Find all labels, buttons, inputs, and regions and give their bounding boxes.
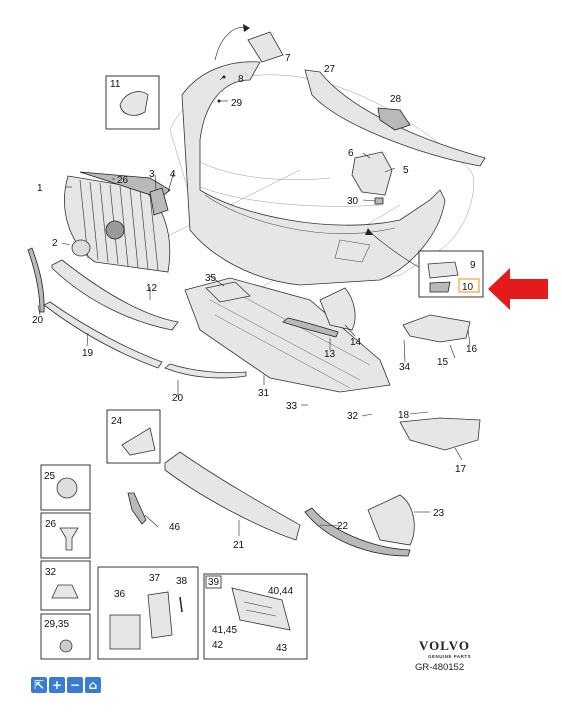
label-14: 14 — [350, 337, 362, 348]
brand-tagline: GENUINE PARTS — [428, 654, 471, 659]
label-19: 19 — [82, 348, 94, 359]
part-13-trim[interactable] — [282, 317, 339, 338]
label-11: 11 — [110, 79, 121, 90]
inset-box-9-10[interactable] — [418, 250, 484, 298]
label-16: 16 — [466, 344, 478, 355]
label-32a: 32 — [347, 411, 359, 422]
label-46: 46 — [169, 522, 181, 533]
label-33: 33 — [286, 401, 298, 412]
part-3-bracket[interactable] — [149, 187, 169, 216]
inset-label-39-box — [205, 575, 222, 589]
label-25: 25 — [44, 471, 56, 482]
label-23: 23 — [433, 508, 445, 519]
brand-logo: VOLVO — [419, 638, 470, 653]
label-1: 1 — [37, 183, 43, 194]
label-26a: 26 — [117, 175, 129, 186]
part-14-side-grille[interactable] — [319, 287, 356, 331]
label-29-35: 29,35 — [44, 619, 69, 630]
label-3: 3 — [149, 169, 155, 180]
inset-box-25[interactable] — [40, 464, 91, 511]
part-7-bracket[interactable] — [247, 31, 284, 63]
highlight-arrow-icon — [488, 268, 548, 310]
label-13: 13 — [324, 349, 336, 360]
label-5: 5 — [403, 165, 409, 176]
label-8: 8 — [238, 74, 244, 85]
label-22: 22 — [337, 521, 349, 532]
part-23-cover[interactable] — [367, 494, 415, 546]
label-10: 10 — [462, 282, 474, 293]
diagram-code: GR-480152 — [415, 662, 464, 673]
part-12-lower-grille[interactable] — [51, 259, 179, 331]
label-6: 6 — [348, 148, 354, 159]
label-34: 34 — [399, 362, 411, 373]
label-35: 35 — [205, 273, 217, 284]
part-5-bracket[interactable] — [351, 151, 393, 196]
label-40-44: 40,44 — [268, 586, 293, 597]
part-20-trim-bottom[interactable] — [164, 363, 247, 379]
cursor-icon[interactable]: ⇱ — [31, 677, 47, 693]
label-30: 30 — [347, 196, 359, 207]
zoom-in-icon[interactable]: + — [49, 677, 65, 693]
label-26b: 26 — [45, 519, 57, 530]
label-41-45: 41,45 — [212, 625, 237, 636]
label-38: 38 — [176, 576, 188, 587]
brand-block: VOLVO GENUINE PARTS GR-480152 — [415, 638, 471, 673]
part-8-screw[interactable] — [222, 75, 226, 79]
inset-box-26[interactable] — [40, 512, 91, 559]
label-20a: 20 — [32, 315, 44, 326]
label-32b: 32 — [45, 567, 57, 578]
part-2-emblem[interactable] — [71, 239, 91, 257]
part-27-trim[interactable] — [304, 69, 486, 167]
part-28-bracket[interactable] — [377, 107, 411, 131]
label-18: 18 — [398, 410, 410, 421]
zoom-out-icon[interactable]: − — [67, 677, 83, 693]
diagram-toolbar: ⇱ + − ⌂ — [31, 677, 101, 693]
label-24: 24 — [111, 416, 123, 427]
inset-box-32[interactable] — [40, 560, 91, 611]
inset-box-2935[interactable] — [40, 613, 91, 660]
label-20b: 20 — [172, 393, 184, 404]
label-12: 12 — [146, 283, 158, 294]
label-21: 21 — [233, 540, 245, 551]
label-42: 42 — [212, 640, 224, 651]
label-15: 15 — [437, 357, 449, 368]
part-1-grille[interactable] — [64, 171, 171, 273]
part-31-splash-shield[interactable] — [184, 277, 391, 393]
inset-box-11[interactable] — [105, 75, 160, 130]
inset-box-36-38[interactable] — [97, 566, 199, 660]
label-37: 37 — [149, 573, 161, 584]
label-36: 36 — [114, 589, 126, 600]
label-39: 39 — [208, 577, 220, 588]
home-icon[interactable]: ⌂ — [85, 677, 101, 693]
part-15-bracket[interactable] — [402, 314, 471, 343]
part-20-trim-left[interactable] — [27, 247, 45, 313]
label-27: 27 — [324, 64, 336, 75]
label-17: 17 — [455, 464, 467, 475]
part-17-grille[interactable] — [399, 417, 481, 451]
label-29: 29 — [231, 98, 243, 109]
part-labels: 1 2 3 4 5 6 7 8 9 10 11 12 13 14 15 16 1… — [32, 53, 478, 654]
label-2: 2 — [52, 238, 58, 249]
label-28: 28 — [390, 94, 402, 105]
part-19-strip[interactable] — [43, 301, 163, 369]
part-22-trim[interactable] — [304, 507, 411, 557]
inset-box-24[interactable] — [106, 409, 161, 464]
label-31: 31 — [258, 388, 270, 399]
part-30-clip[interactable] — [374, 197, 384, 205]
label-43: 43 — [276, 643, 288, 654]
label-9: 9 — [470, 260, 476, 271]
label-7: 7 — [285, 53, 291, 64]
label-4: 4 — [170, 169, 176, 180]
part-21-lower-grille[interactable] — [164, 451, 301, 541]
part-35-bracket[interactable] — [205, 281, 251, 303]
part-46-bracket[interactable] — [127, 492, 147, 525]
